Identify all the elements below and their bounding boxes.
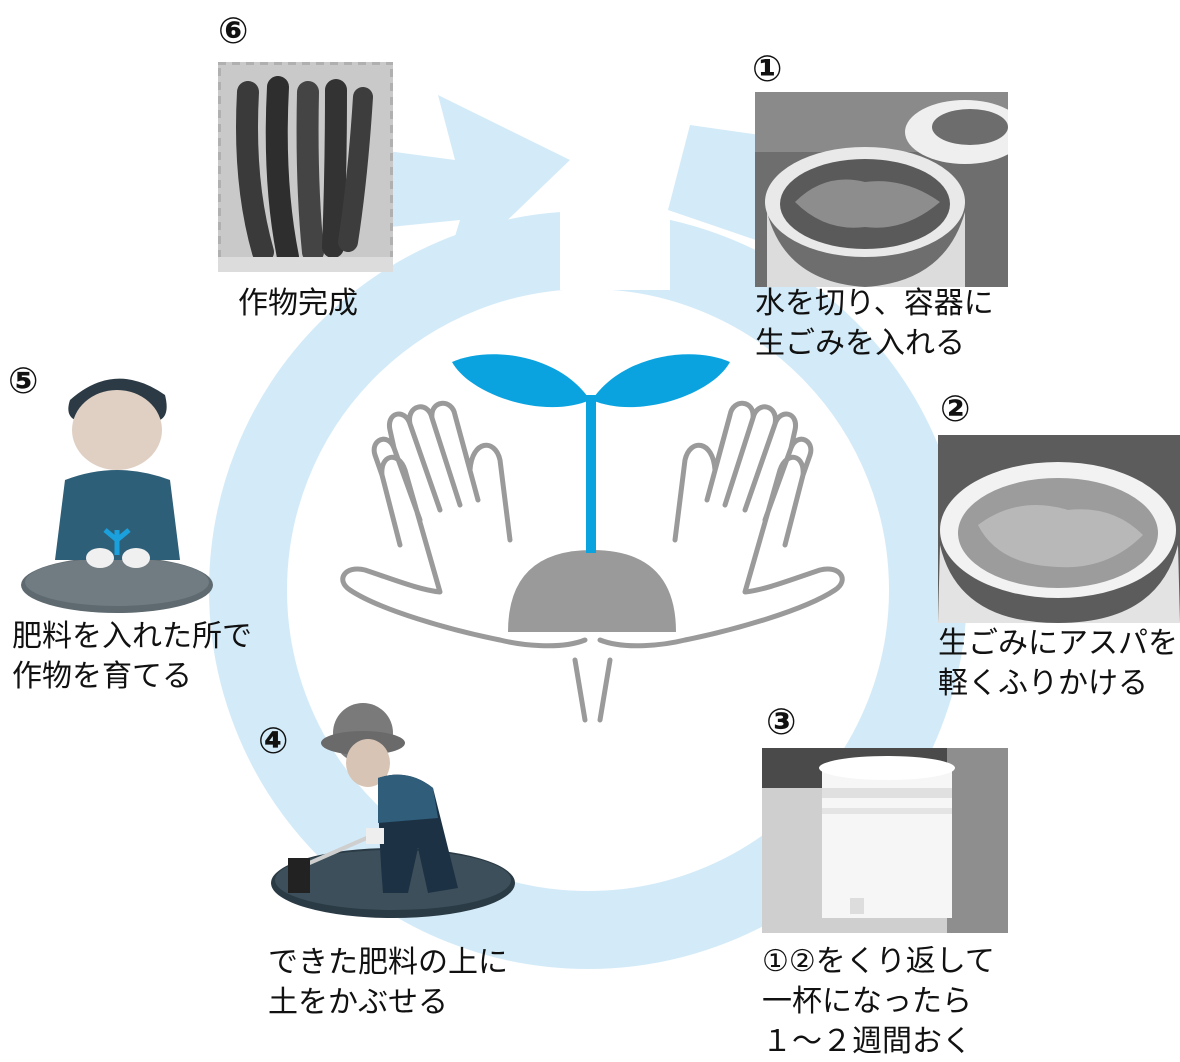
- step3-number: ③: [766, 702, 797, 743]
- photo-step2-sprinkled-bucket: [938, 435, 1180, 623]
- cycle-arrow: [209, 95, 967, 969]
- step3-caption-line3: １～２週間おく: [762, 1024, 972, 1059]
- step2-caption-line1: 生ごみにアスパを: [938, 626, 1178, 661]
- step4-caption-line2: 土をかぶせる: [268, 985, 448, 1020]
- step1-caption-line2: 生ごみを入れる: [755, 326, 965, 361]
- photo-step3-closed-bucket: [762, 748, 1008, 933]
- illustration-step5-boy-planting: [20, 360, 215, 615]
- step1-caption-line1: 水を切り、容器に: [755, 286, 994, 321]
- step5-caption-line2: 作物を育てる: [12, 659, 192, 694]
- step6-number: ⑥: [218, 11, 249, 52]
- step5-caption: 肥料を入れた所で 作物を育てる: [12, 617, 252, 697]
- step4-caption-line1: できた肥料の上に: [268, 945, 508, 980]
- step5-caption-line1: 肥料を入れた所で: [12, 619, 252, 654]
- step2-caption: 生ごみにアスパを 軽くふりかける: [938, 624, 1178, 704]
- hands-icon: [340, 400, 845, 723]
- arrowhead-left: [360, 95, 570, 285]
- photo-step1-bucket-scraps: [755, 92, 1008, 287]
- step2-caption-line2: 軽くふりかける: [938, 666, 1148, 701]
- step1-number: ①: [752, 49, 783, 90]
- photo-step6-cucumbers: [218, 62, 393, 272]
- step2-number: ②: [940, 389, 971, 430]
- illustration-step4-farmer-hoeing: [268, 698, 518, 920]
- step3-caption-line1: ①②をくり返して: [762, 944, 995, 979]
- step4-number: ④: [258, 721, 289, 762]
- step3-caption: ①②をくり返して 一杯になったら １～２週間おく: [762, 942, 995, 1062]
- sprout-icon: [452, 354, 730, 553]
- step6-caption: 作物完成: [238, 284, 358, 324]
- step4-caption: できた肥料の上に 土をかぶせる: [268, 943, 508, 1023]
- step6-caption-line1: 作物完成: [238, 286, 358, 321]
- step3-caption-line2: 一杯になったら: [762, 984, 972, 1019]
- step1-caption: 水を切り、容器に 生ごみを入れる: [755, 284, 994, 364]
- soil-mound: [508, 550, 676, 632]
- step5-number: ⑤: [8, 361, 39, 402]
